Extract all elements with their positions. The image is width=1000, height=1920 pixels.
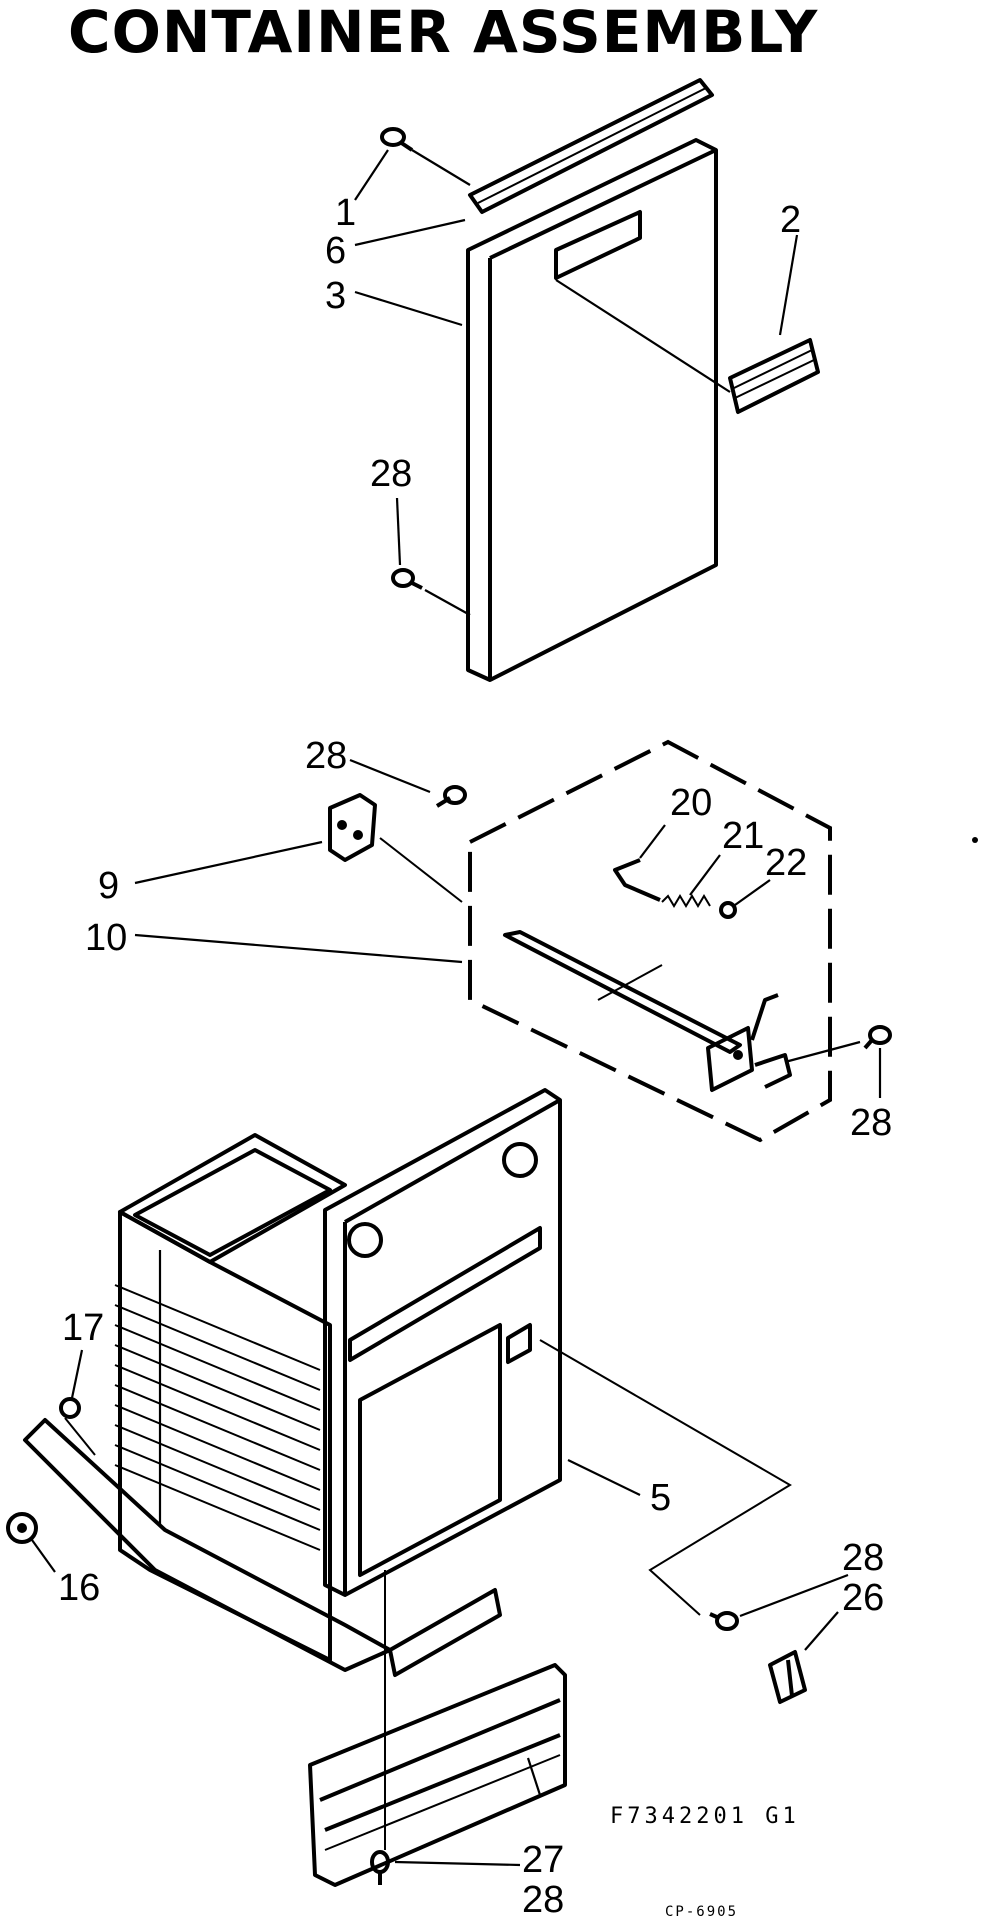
callout-28-bottom: 28 bbox=[522, 1879, 564, 1920]
callout-3: 3 bbox=[325, 275, 346, 317]
callout-6: 6 bbox=[325, 230, 346, 272]
screw-28-lower bbox=[709, 1611, 739, 1631]
callout-21: 21 bbox=[722, 815, 764, 857]
page-title: CONTAINER ASSEMBLY bbox=[68, 0, 818, 66]
callout-22: 22 bbox=[765, 842, 807, 884]
stray-mark bbox=[972, 837, 978, 843]
callouts: 1 6 3 2 28 28 9 10 20 21 22 28 17 16 5 2… bbox=[58, 192, 892, 1920]
drawing-code: F7342201 G1 bbox=[610, 1804, 800, 1829]
container-ribs bbox=[114, 1284, 321, 1551]
part-26-clip bbox=[768, 1650, 807, 1704]
part-2-handle bbox=[728, 338, 820, 414]
latch-bracket bbox=[706, 993, 792, 1092]
part-21-spring bbox=[661, 894, 711, 908]
callout-2: 2 bbox=[780, 199, 801, 241]
part-3-door-panel bbox=[466, 138, 718, 682]
callout-27: 27 bbox=[522, 1839, 564, 1881]
callout-28-door: 28 bbox=[370, 453, 412, 495]
callout-10: 10 bbox=[85, 917, 127, 959]
callout-28-bracket: 28 bbox=[305, 735, 347, 777]
container-group bbox=[6, 1088, 849, 1887]
part-22-clip bbox=[719, 901, 737, 919]
callout-1: 1 bbox=[335, 192, 356, 234]
sheet-code: CP-6905 bbox=[665, 1904, 738, 1920]
part-1-screw bbox=[380, 127, 414, 152]
part-6-trim-strip bbox=[468, 78, 714, 214]
screw-28-panel bbox=[863, 1025, 892, 1050]
callout-20: 20 bbox=[670, 782, 712, 824]
callout-16: 16 bbox=[58, 1567, 100, 1609]
panel-group bbox=[134, 739, 892, 1143]
callout-26: 26 bbox=[842, 1577, 884, 1619]
part-9-bracket bbox=[328, 793, 377, 862]
part-27-rail bbox=[308, 1663, 567, 1887]
callout-5: 5 bbox=[650, 1477, 671, 1519]
callout-28-panel: 28 bbox=[850, 1102, 892, 1144]
callout-9: 9 bbox=[98, 865, 119, 907]
screw-28-door bbox=[391, 568, 423, 590]
part-10-panel bbox=[468, 739, 832, 1143]
part-20-pin bbox=[613, 858, 661, 902]
callout-17: 17 bbox=[62, 1307, 104, 1349]
part-17-nut bbox=[59, 1397, 81, 1419]
door-group bbox=[354, 78, 820, 682]
screw-28-bracket bbox=[435, 785, 467, 808]
part-5-container bbox=[23, 1088, 562, 1677]
screw-28-bottom bbox=[370, 1850, 390, 1885]
callout-28-lower: 28 bbox=[842, 1537, 884, 1579]
panel-rod bbox=[503, 930, 742, 1054]
part-16-roller bbox=[6, 1512, 38, 1544]
